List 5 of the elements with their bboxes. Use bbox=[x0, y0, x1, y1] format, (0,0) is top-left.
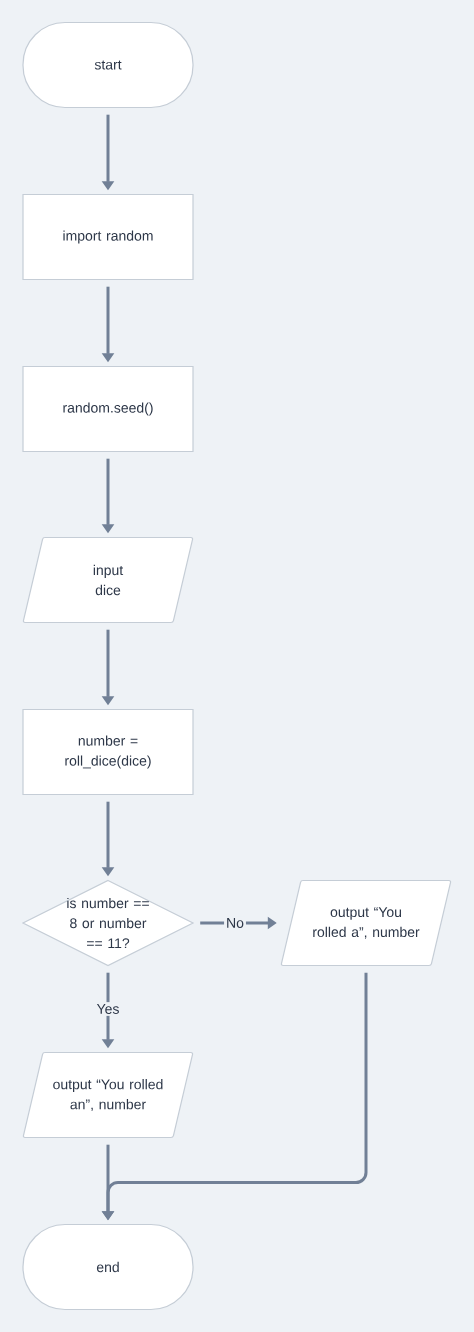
process-box: number = roll_dice(dice) bbox=[22, 708, 194, 796]
process-box: random.seed() bbox=[22, 365, 194, 453]
edge-label: No bbox=[224, 916, 246, 930]
edge-label: Yes bbox=[94, 1002, 122, 1016]
process-box: import random bbox=[22, 193, 194, 281]
